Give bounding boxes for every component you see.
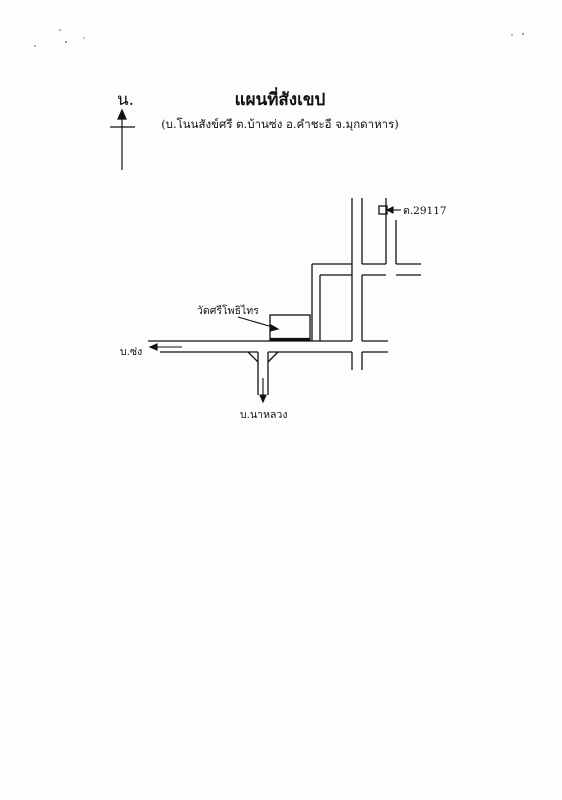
- road-edge: [247, 351, 259, 363]
- parcel-label: ต.29117: [403, 205, 447, 217]
- bottom-road-label: บ.นาหลวง: [240, 409, 288, 421]
- scan-specks: [34, 29, 524, 47]
- temple-label: วัดศรีโพธิไทร: [197, 305, 259, 317]
- map-title: แผนที่สังเขป: [234, 90, 326, 110]
- temple-leader: [237, 316, 277, 329]
- north-label: น.: [117, 90, 135, 110]
- road-edge: [267, 351, 279, 363]
- map-subtitle: (บ.โนนสังข์ศรี ต.บ้านซ่ง อ.คำชะอี จ.มุกด…: [161, 117, 399, 131]
- left-road-label: บ.ซ่ง: [120, 346, 143, 358]
- direction-arrows: [148, 206, 401, 404]
- road-network: [148, 198, 421, 395]
- north-arrow-icon: [110, 108, 135, 170]
